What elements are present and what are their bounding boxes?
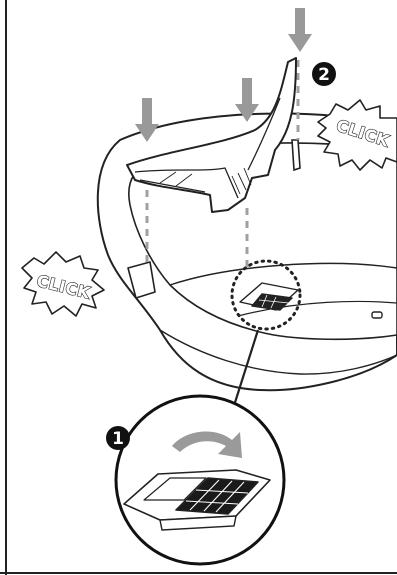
step-1-badge: 1 bbox=[106, 426, 130, 450]
zoom-detail-inset bbox=[116, 396, 284, 564]
step-2-badge: 2 bbox=[312, 62, 336, 86]
rim-clip-slot bbox=[292, 140, 300, 170]
down-arrow-icon bbox=[288, 8, 312, 52]
click-burst-left: CLICK bbox=[22, 252, 104, 316]
step-1-number: 1 bbox=[112, 429, 124, 449]
step-2-number: 2 bbox=[318, 65, 330, 85]
